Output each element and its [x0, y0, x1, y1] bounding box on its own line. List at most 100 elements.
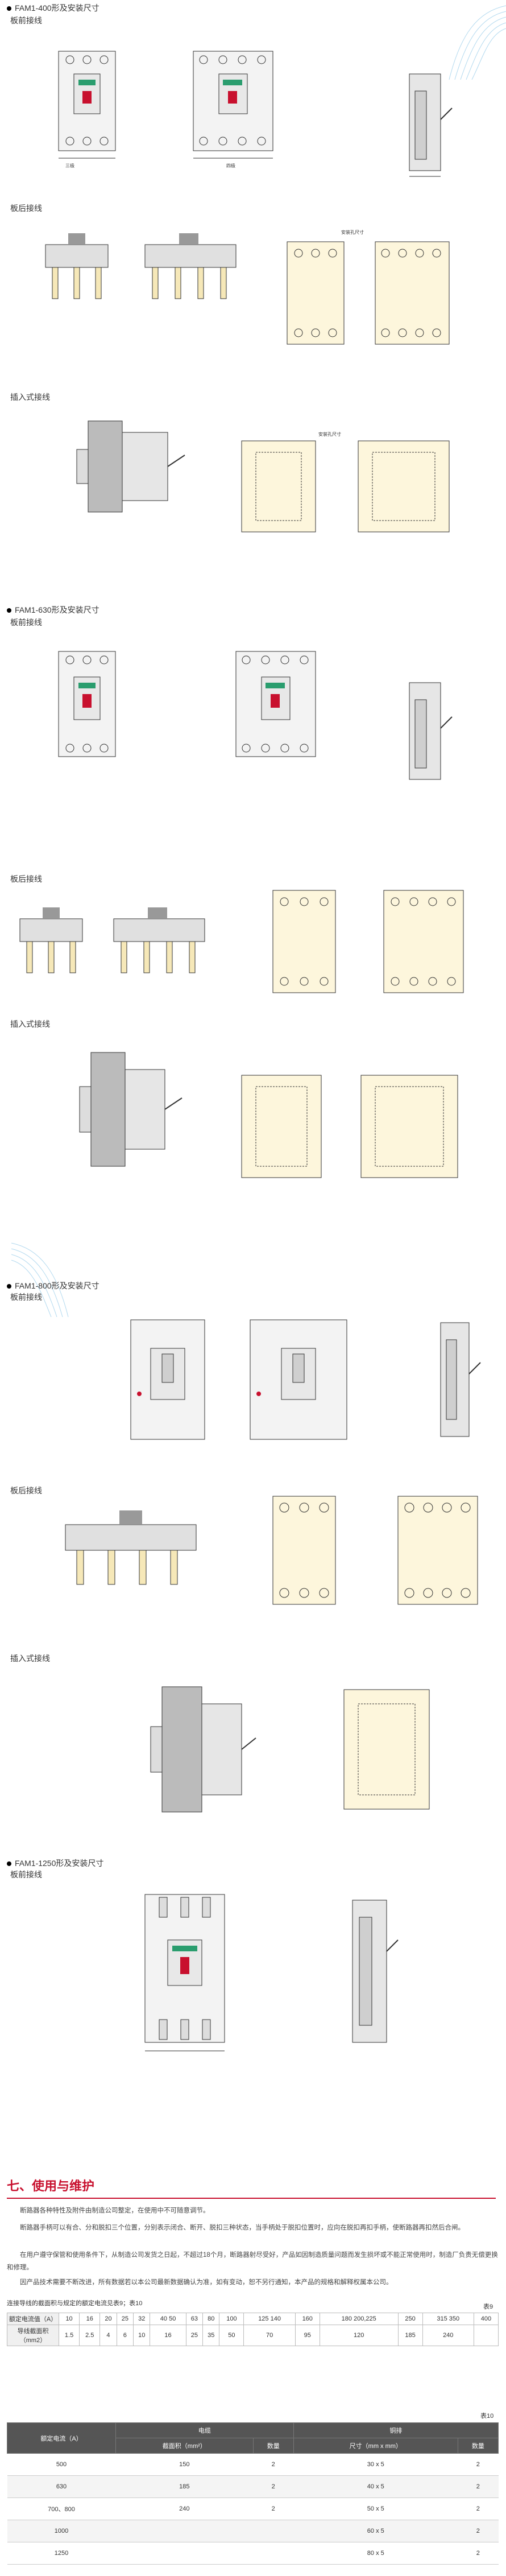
table9-cell: 35 [202, 2325, 220, 2346]
table10-cell: 2 [253, 2475, 294, 2498]
drawing-400-back-3p [34, 230, 119, 304]
subtitle-plug: 插入式接线 [10, 393, 50, 402]
table10-cell: 40 x 5 [293, 2475, 458, 2498]
section-title-text: FAM1-400形及安装尺寸 [15, 3, 99, 13]
drawing-400-plug [54, 410, 196, 523]
usage-paragraph-1: 断路器各种特性及附件由制造公司整定，在使用中不可随意调节。 [20, 2207, 210, 2214]
label-four-pole: 四极 [226, 163, 235, 168]
drawing-400-plug-hole-3p [239, 438, 318, 535]
table9-cell: 160 [295, 2313, 320, 2325]
section-title-text: FAM1-1250形及安装尺寸 [15, 1859, 104, 1868]
section-title-text: FAM1-630形及安装尺寸 [15, 605, 99, 614]
table10-cell: 1000 [7, 2520, 116, 2542]
drawing-630-back-4p [105, 905, 213, 979]
drawing-800-back-hole-4p [392, 1491, 483, 1610]
drawing-400-back-4p [136, 230, 244, 304]
subtitle-front-630: 板前接线 [10, 618, 42, 627]
table10-cell: 2 [458, 2475, 499, 2498]
drawing-800-side [432, 1317, 483, 1448]
table10-cell [253, 2520, 294, 2542]
table-conductor-area: 额定电流值（A） 10 16 20 25 32 40 50 63 80 100 … [7, 2313, 499, 2346]
table9-cell: 50 [219, 2325, 244, 2346]
table10-cell: 630 [7, 2475, 116, 2498]
drawing-630-plug [63, 1041, 193, 1178]
table10-head-bar: 铜排 [293, 2422, 499, 2438]
drawing-800-plug-hole [341, 1687, 432, 1812]
table10-cell [253, 2542, 294, 2565]
section-title-400: FAM1-400形及安装尺寸 [7, 2, 99, 14]
drawing-400-side [398, 68, 455, 182]
usage-paragraph-3: 在用户遵守保管和使用条件下，从制造公司发货之日起，不超过18个月，断路器射尽受好… [7, 2252, 498, 2271]
drawing-800-back-hole-3p [267, 1491, 341, 1610]
table9-cell: 16 [79, 2313, 101, 2325]
table9-cell: 70 [243, 2325, 296, 2346]
section-title-1250: FAM1-1250形及安装尺寸 [7, 1857, 103, 1869]
table9-cell: 315 350 [422, 2313, 474, 2325]
bullet-icon [7, 1861, 11, 1867]
subtitle-front: 板前接线 [10, 16, 42, 25]
usage-heading: 七、使用与维护 [7, 2176, 496, 2199]
table9-cell: 10 [133, 2325, 151, 2346]
drawing-400-back-hole-3p [281, 236, 350, 350]
table10-cell: 80 x 5 [293, 2542, 458, 2565]
table10-cell: 700、800 [7, 2497, 116, 2520]
table9-row-current: 额定电流值（A） 10 16 20 25 32 40 50 63 80 100 … [7, 2313, 499, 2325]
table-row: 630 185 2 40 x 5 2 [7, 2475, 499, 2498]
table10-cell: 2 [458, 2542, 499, 2565]
table9-cell: 10 [58, 2313, 80, 2325]
table9-cell: 25 [116, 2313, 134, 2325]
table9-label: 表9 [483, 2303, 493, 2310]
table9-cell: 185 [397, 2325, 423, 2346]
table-row: 700、800 240 2 50 x 5 2 [7, 2497, 499, 2520]
usage-heading-text: 七、使用与维护 [7, 2179, 95, 2193]
usage-paragraph-2: 断路器手柄可以有合、分和脱扣三个位置，分别表示闭合、断开、脱扣三种状态，当手柄处… [20, 2224, 464, 2231]
table10-label: 表10 [480, 2413, 494, 2420]
table9-cell: 80 [202, 2313, 220, 2325]
label-mount-hole: 安装孔尺寸 [341, 230, 364, 235]
drawing-800-front-3p [119, 1308, 216, 1451]
drawing-800-plug [117, 1675, 259, 1823]
table10-cell: 1250 [7, 2542, 116, 2565]
table10-subheader-row: 截面积（mm²） 数量 尺寸（mm x mm） 数量 [7, 2438, 499, 2454]
table9-cell: 4 [99, 2325, 117, 2346]
drawing-800-back [54, 1508, 208, 1593]
drawing-400-front-3p [54, 28, 125, 165]
table9-cell: 2.5 [79, 2325, 101, 2346]
table10-cell: 2 [458, 2520, 499, 2542]
drawing-630-back-hole-3p [267, 885, 341, 998]
table9-row-area: 导线截面积（mm2） 1.5 2.5 4 6 10 16 25 35 50 70… [7, 2325, 499, 2346]
table9-cell [473, 2325, 499, 2346]
section-title-630: FAM1-630形及安装尺寸 [7, 604, 99, 616]
table9-head: 额定电流值（A） [7, 2313, 59, 2325]
decor-swoosh-top [449, 5, 506, 80]
table10-head-qty: 数量 [252, 2438, 294, 2454]
table10-cell: 50 x 5 [293, 2497, 458, 2520]
table9-cell: 95 [295, 2325, 320, 2346]
subtitle-plug-800: 插入式接线 [10, 1654, 50, 1663]
table10-cell: 150 [115, 2453, 254, 2476]
subtitle-front-1250: 板前接线 [10, 1870, 42, 1879]
subtitle-plug-630: 插入式接线 [10, 1019, 50, 1029]
table10-cell: 2 [253, 2453, 294, 2476]
table9-cell: 6 [116, 2325, 134, 2346]
table10-header-row: 额定电流（A） 电缆 铜排 [7, 2422, 499, 2454]
drawing-630-back-3p [9, 905, 94, 979]
bullet-icon [7, 6, 11, 11]
table-row: 500 150 2 30 x 5 2 [7, 2453, 499, 2476]
table9-cell: 40 50 [150, 2313, 186, 2325]
subtitle-back-800: 板后接线 [10, 1486, 42, 1495]
decor-swoosh-800 [11, 1242, 69, 1317]
table9-caption: 连接导线的截面积与规定的额定电流见表9；表10 [7, 2300, 143, 2307]
table9-cell: 250 [397, 2313, 423, 2325]
drawing-1250-side [341, 1894, 404, 2054]
table9-head: 导线截面积（mm2） [7, 2325, 59, 2346]
drawing-630-front-3p [54, 634, 125, 771]
subtitle-back: 板后接线 [10, 204, 42, 213]
drawing-400-front-4p [188, 28, 284, 165]
table-row: 1000 60 x 5 2 [7, 2520, 499, 2542]
table-rated-current: 额定电流（A） 电缆 铜排 截面积（mm²） 数量 尺寸（mm x mm） 数量… [7, 2422, 499, 2565]
table10-cell: 185 [115, 2475, 254, 2498]
heading-rule [7, 2198, 496, 2199]
drawing-630-back-hole-4p [378, 885, 469, 998]
